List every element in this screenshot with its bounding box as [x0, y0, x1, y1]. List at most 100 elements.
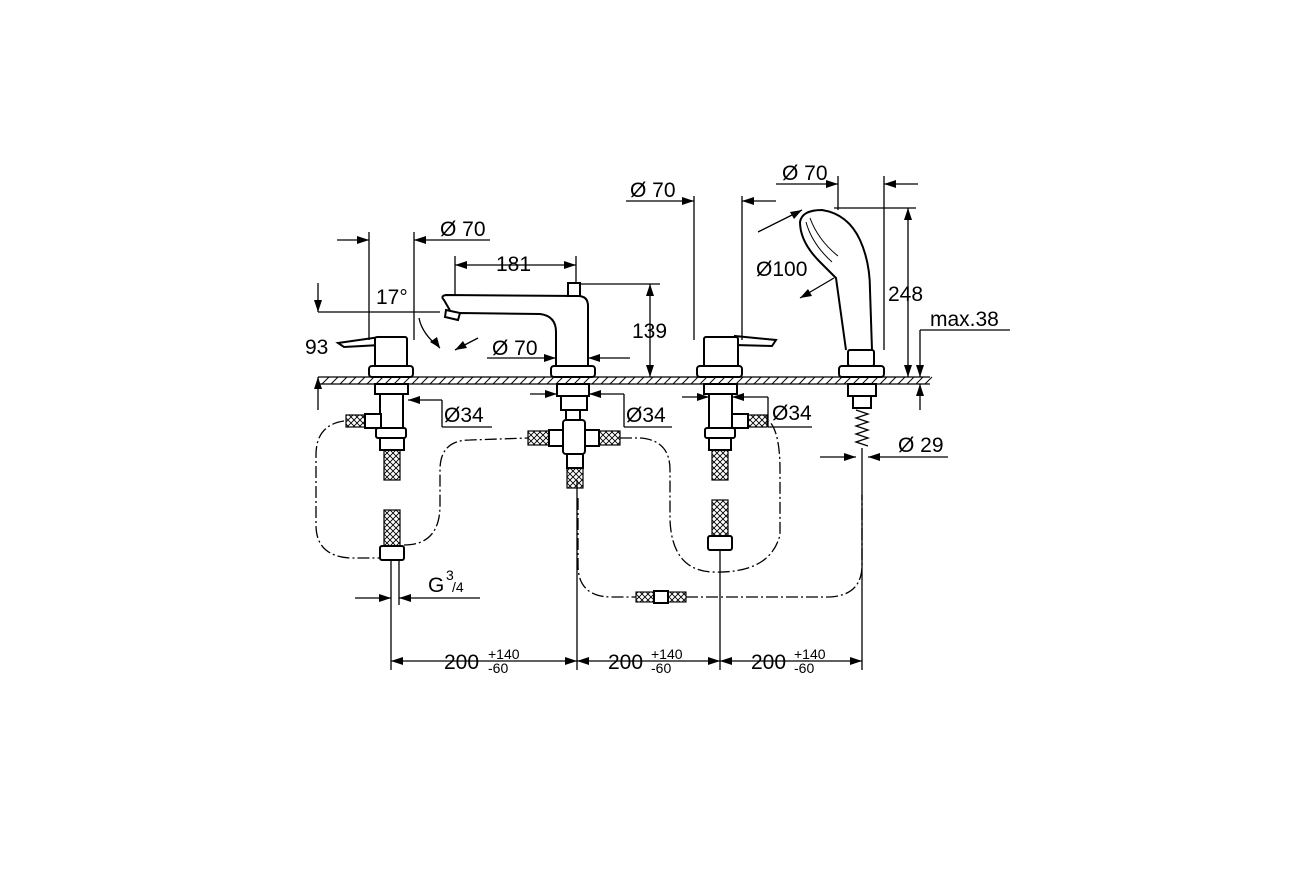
deck-hatch-stroke: [582, 376, 591, 385]
deck-hatch-stroke: [762, 376, 771, 385]
deck-hatch-stroke: [402, 376, 411, 385]
deck-hatch-stroke: [456, 376, 465, 385]
deck-hatch-stroke: [798, 376, 807, 385]
label-angle-17: 17°: [376, 286, 408, 309]
deck-hatch-stroke: [735, 376, 744, 385]
label-thread-g34: G 3 /4: [428, 567, 464, 597]
label-spacing-right: 200 +140 -60: [751, 646, 826, 676]
deck-hatch-stroke: [492, 376, 501, 385]
deck-hatch-stroke: [546, 376, 555, 385]
deck-hatch-stroke: [411, 376, 420, 385]
deck-hatch-stroke: [852, 376, 861, 385]
deck-hatch-stroke: [438, 376, 447, 385]
deck-hatch-stroke: [591, 376, 600, 385]
deck-hatch-stroke: [528, 376, 537, 385]
spacing-tolerance-plus: +140: [794, 646, 826, 662]
deck-hatch-stroke: [618, 376, 627, 385]
thread-numerator: 3: [446, 567, 454, 583]
right-lever-handle: [696, 334, 778, 378]
spacing-tolerance-plus: +140: [651, 646, 683, 662]
deck-hatch-stroke: [384, 376, 393, 385]
deck-hatch-stroke: [663, 376, 672, 385]
deck-hatch-stroke: [357, 376, 366, 385]
deck-hatch-stroke: [537, 376, 546, 385]
deck-hatch-stroke: [744, 376, 753, 385]
left-valve-assembly: [345, 383, 409, 561]
label-length-181: 181: [496, 253, 531, 276]
deck-hatch-stroke: [627, 376, 636, 385]
deck-hatch-stroke: [447, 376, 456, 385]
deck-hatch-stroke: [780, 376, 789, 385]
deck-hatch-stroke: [717, 376, 726, 385]
deck-hatch-stroke: [753, 376, 762, 385]
label-height-93: 93: [305, 336, 328, 359]
deck-hatch-stroke: [654, 376, 663, 385]
dimension-labels: Ø 70 181 17° 93 Ø 70 139 Ø 70 Ø 70 Ø100 …: [305, 162, 999, 676]
deck-hatch-stroke: [393, 376, 402, 385]
spacing-value: 200: [608, 651, 643, 674]
deck-hatch-stroke: [870, 376, 879, 385]
spacing-value: 200: [444, 651, 479, 674]
thread-letter: G: [428, 574, 444, 597]
hose-coupling: [635, 590, 687, 604]
deck-hatch-stroke: [789, 376, 798, 385]
label-d100: Ø100: [756, 258, 807, 281]
deck-hatch-stroke: [672, 376, 681, 385]
spacing-tolerance-minus: -60: [794, 660, 814, 676]
deck-hatch-stroke: [555, 376, 564, 385]
deck-hatch-stroke: [699, 376, 708, 385]
hose-paths: [315, 420, 863, 598]
deck-hatch-stroke: [348, 376, 357, 385]
label-d70-shower: Ø 70: [782, 162, 828, 185]
spacing-tolerance-plus: +140: [488, 646, 520, 662]
deck-hatch-stroke: [510, 376, 519, 385]
spacing-tolerance-minus: -60: [651, 660, 671, 676]
deck-hatch-stroke: [465, 376, 474, 385]
deck-hatch-stroke: [645, 376, 654, 385]
deck-hatch-stroke: [474, 376, 483, 385]
label-d34-right: Ø34: [772, 402, 812, 425]
thread-denominator: /4: [452, 579, 464, 595]
deck-hatch-stroke: [834, 376, 843, 385]
label-spacing-middle: 200 +140 -60: [608, 646, 683, 676]
label-spacing-left: 200 +140 -60: [444, 646, 520, 676]
deck-hatch-stroke: [888, 376, 897, 385]
dimension-lines: [317, 176, 1010, 670]
label-height-139: 139: [632, 320, 667, 343]
deck-hatch-stroke: [519, 376, 528, 385]
deck-hatch-stroke: [726, 376, 735, 385]
deck-hatch-stroke: [483, 376, 492, 385]
deck-hatch-stroke: [573, 376, 582, 385]
deck-hatch-stroke: [816, 376, 825, 385]
left-lever-handle: [335, 335, 414, 378]
deck-hatch-stroke: [708, 376, 717, 385]
right-valve-assembly: [703, 383, 768, 551]
label-d70-spout: Ø 70: [492, 337, 538, 360]
label-d29: Ø 29: [898, 434, 944, 457]
deck-hatch-stroke: [690, 376, 699, 385]
deck-hatch-stroke: [330, 376, 339, 385]
label-height-248: 248: [888, 283, 923, 306]
label-d70-handle-left: Ø 70: [440, 218, 486, 241]
center-diverter-assembly: [527, 383, 621, 489]
deck-hatch-stroke: [681, 376, 690, 385]
spout: [441, 282, 596, 378]
deck-hatch-stroke: [321, 376, 330, 385]
deck-hatch-stroke: [609, 376, 618, 385]
deck-hatch-stroke: [375, 376, 384, 385]
deck-hatch-stroke: [564, 376, 573, 385]
deck-hatch-stroke: [807, 376, 816, 385]
deck-surface: [318, 376, 933, 385]
deck-hatch-stroke: [771, 376, 780, 385]
deck-hatch-stroke: [879, 376, 888, 385]
deck-hatch-stroke: [636, 376, 645, 385]
deck-hatch-stroke: [924, 376, 933, 385]
deck-hatch-stroke: [843, 376, 852, 385]
deck-hatch-stroke: [825, 376, 834, 385]
deck-hatch-stroke: [366, 376, 375, 385]
deck-hatch-stroke: [429, 376, 438, 385]
label-max38: max.38: [930, 308, 999, 331]
deck-hatch-stroke: [600, 376, 609, 385]
spacing-value: 200: [751, 651, 786, 674]
